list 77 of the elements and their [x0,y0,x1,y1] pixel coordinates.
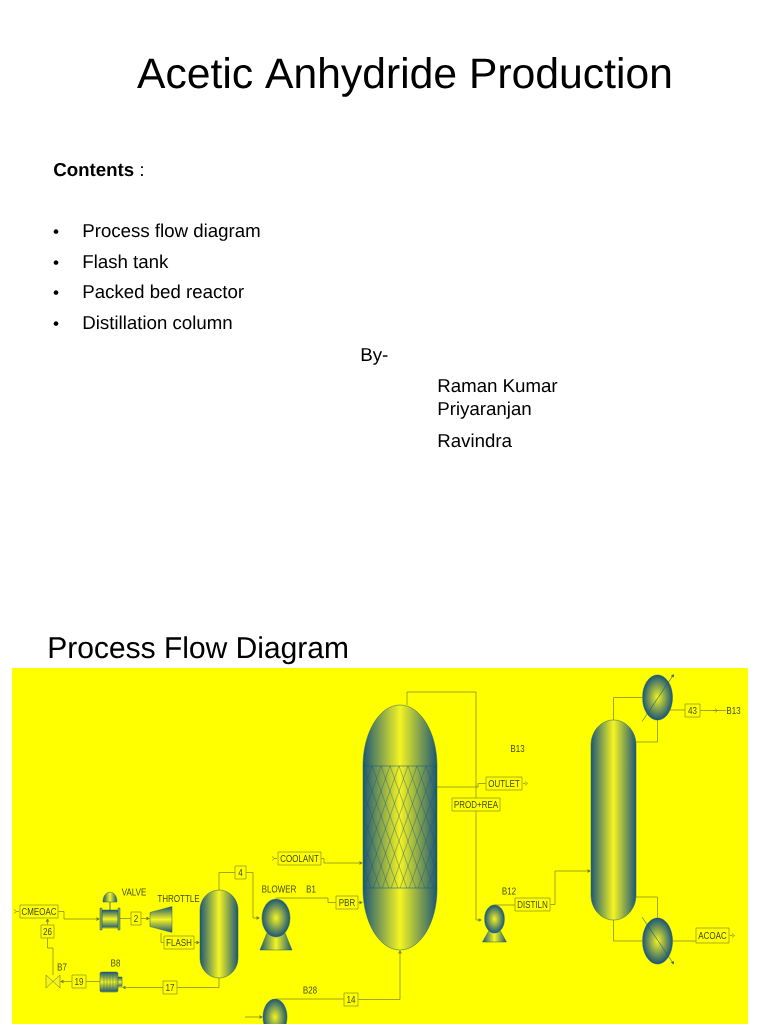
block-label: B13 [727,706,741,715]
stream-line [274,998,345,1000]
stream-line [275,897,337,903]
stream-line [85,981,101,982]
reboiler-symbol [641,916,674,965]
stream-line [45,918,50,926]
stream-line [549,869,591,905]
stream-label: 26 [40,924,55,939]
author-name: Priyaranjan [438,401,531,419]
stream-line [122,985,164,990]
stream-line [140,916,150,921]
contents-heading: Contents : [54,162,143,177]
stream-label: PBR [335,895,359,910]
stream-line [160,932,165,943]
stream-label: CMEOAC [19,904,59,919]
stream-label: 17 [162,980,178,995]
distillation-column [590,719,637,921]
stream-line [613,919,643,942]
stream-label: PROD+REA [451,797,501,812]
stream-line [700,710,726,711]
reactor-vessel [362,704,438,951]
stream-label: 4 [234,865,247,880]
block-label: BLOWER [262,885,296,893]
block-label: B13 [511,744,525,753]
stream-line [635,896,658,919]
stream-label: FLASH [163,935,195,950]
stream-line [193,940,200,945]
stream-label: 2 [130,911,142,926]
list-item: Packed bed reactor [83,284,244,299]
flash-drum [199,889,239,979]
stream-label: DISTILN [514,897,551,912]
stream-line [119,918,132,919]
stream-label: ACOAC [695,927,730,944]
stream-line [320,858,363,865]
stream-line [245,872,260,920]
block-label: THROTTLE [157,894,200,903]
condenser-symbol [641,674,674,722]
stream-label: 19 [71,974,87,989]
author-name: Raman Kumar [438,379,558,393]
stream-label: 43 [684,703,701,718]
block-label: B7 [57,963,67,971]
block-label: VALVE [121,888,146,896]
section-heading: Process Flow Diagram [49,636,347,665]
stream-line [57,911,100,921]
stream-line [406,691,477,799]
stream-label: OUTLET [485,776,523,791]
stream-line [436,783,487,788]
title: Acetic Anhydride Production [137,57,671,97]
stream-label: COOLANT [277,851,322,866]
byline-label: By- [361,348,388,365]
edge-label: B1 [305,885,317,893]
block-label: B28 [303,986,317,994]
heater-symbol [99,971,123,993]
control-valve [99,892,121,931]
stream-line [475,811,482,922]
stream-line [494,904,516,906]
pump-symbol [482,904,507,943]
stream-line [672,940,697,942]
stream-label: 14 [343,992,359,1007]
list-item: Flash tank [83,254,169,269]
stream-line [176,977,220,988]
author-name: Ravindra [438,433,512,448]
stream-line [47,938,54,976]
stream-line [60,979,73,984]
block-label: B12 [502,887,516,895]
list-item: Process flow diagram [83,223,260,241]
stream-line [218,872,236,891]
stream-line [635,719,658,743]
block-label: B8 [111,959,121,967]
stream-line [357,900,363,905]
list-item: Distillation column [83,315,232,330]
stream-line [613,697,643,721]
stream-line [357,950,402,1000]
pump-symbol [262,999,288,1024]
stream-line [669,709,686,711]
valve-symbol [45,974,61,989]
stream-line [244,1015,263,1019]
